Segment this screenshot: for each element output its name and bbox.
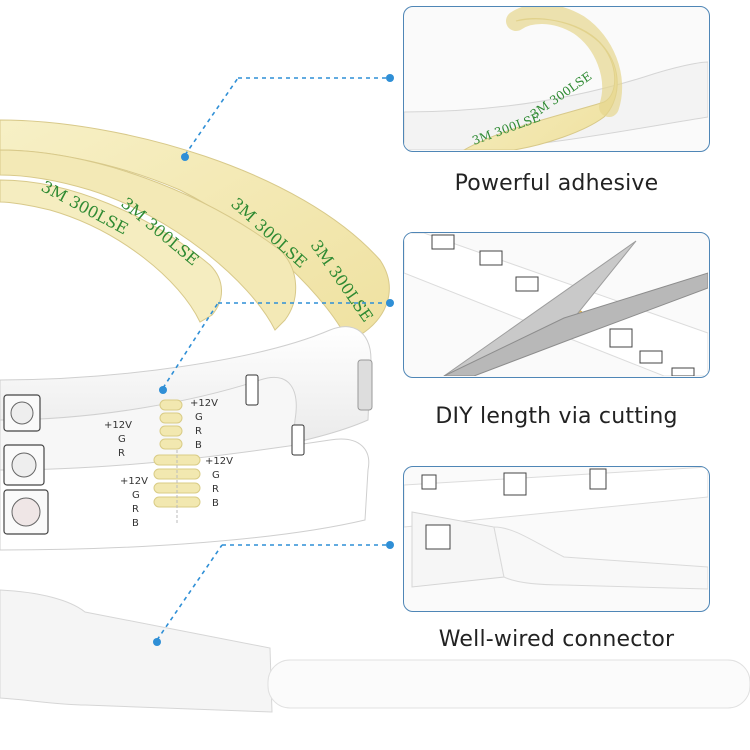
pad-label: G — [118, 434, 126, 445]
pad-label: G — [212, 470, 220, 481]
adhesive-detail-panel: 3M 300LSE 3M 300LSE — [403, 6, 710, 152]
caption-adhesive: Powerful adhesive — [454, 171, 659, 196]
pad-label: G — [132, 490, 140, 501]
pad-label: R — [118, 448, 125, 459]
pad-label: +12V — [190, 398, 218, 409]
pad-label: B — [132, 518, 139, 529]
pad-label: R — [132, 504, 139, 515]
caption-connector: Well-wired connector — [438, 627, 675, 652]
led-chip-group — [3, 359, 373, 535]
scissors-cutting-illustration — [404, 233, 708, 376]
caption-cutting: DIY length via cutting — [435, 404, 678, 429]
cutting-detail-panel — [403, 232, 710, 378]
adhesive-peel-illustration: 3M 300LSE 3M 300LSE — [404, 7, 708, 150]
pad-label: +12V — [120, 476, 148, 487]
pad-label: B — [195, 440, 202, 451]
copper-pads — [153, 399, 201, 525]
pad-label: +12V — [205, 456, 233, 467]
pad-label: G — [195, 412, 203, 423]
connector-detail-panel — [403, 466, 710, 612]
pad-label: R — [195, 426, 202, 437]
pad-label: +12V — [104, 420, 132, 431]
connector-illustration — [404, 467, 708, 590]
pad-label: B — [212, 498, 219, 509]
pad-label: R — [212, 484, 219, 495]
